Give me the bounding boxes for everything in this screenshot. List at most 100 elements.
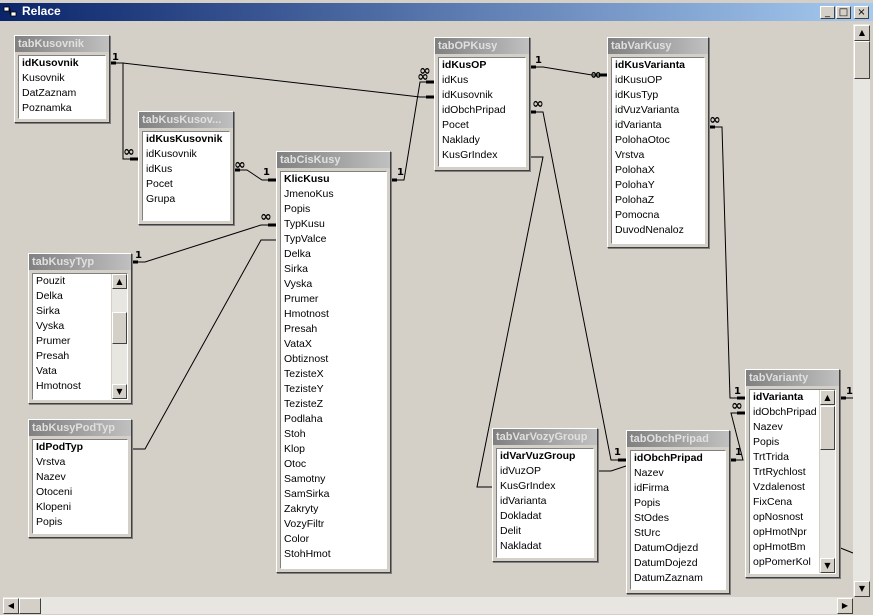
field-item[interactable]: SamSirka bbox=[284, 488, 330, 500]
field-item[interactable]: opHmotBm bbox=[753, 541, 806, 553]
window-titlebar[interactable]: Relace _ □ × bbox=[0, 3, 873, 21]
field-item[interactable]: Grupa bbox=[146, 193, 176, 205]
field-item[interactable]: idKusovnik bbox=[22, 57, 79, 69]
field-item[interactable]: TypKusu bbox=[284, 218, 325, 230]
table-title[interactable]: tabVarVozyGroup bbox=[493, 429, 597, 445]
field-item[interactable]: idKusuOP bbox=[615, 74, 663, 86]
field-item[interactable]: DatumDojezd bbox=[634, 557, 698, 569]
field-item[interactable]: Pocet bbox=[146, 178, 173, 190]
horizontal-scrollbar[interactable]: ◀ ▶ bbox=[3, 597, 853, 614]
horizontal-scroll-thumb[interactable] bbox=[19, 598, 41, 614]
field-item[interactable]: opHmotNpr bbox=[753, 526, 807, 538]
field-item[interactable]: idVarianta bbox=[753, 391, 804, 403]
vertical-scroll-thumb[interactable] bbox=[854, 41, 870, 79]
table-title[interactable]: tabKusyTyp bbox=[29, 254, 131, 270]
field-item[interactable]: idKus bbox=[146, 163, 173, 175]
field-item[interactable]: Pouzit bbox=[36, 275, 66, 287]
table-tabKusyTyp[interactable]: tabKusyTyp Pouzit Delka Sirka Vyska Prum… bbox=[28, 253, 132, 404]
field-item[interactable]: PolohaZ bbox=[615, 194, 655, 206]
field-item[interactable]: Vyska bbox=[36, 320, 65, 332]
field-item[interactable]: StUrc bbox=[634, 527, 661, 539]
field-item[interactable]: Dokladat bbox=[500, 510, 542, 522]
field-item[interactable]: FixCena bbox=[753, 496, 793, 508]
field-item[interactable]: Prumer bbox=[36, 335, 71, 347]
field-item[interactable]: DatumZaznam bbox=[634, 572, 703, 584]
field-item[interactable]: Vzdalenost bbox=[753, 481, 805, 493]
field-item[interactable]: KusGrIndex bbox=[442, 149, 498, 161]
field-item[interactable]: PolohaOtoc bbox=[615, 134, 670, 146]
field-item[interactable]: idKusTyp bbox=[615, 89, 659, 101]
field-item[interactable]: Sirka bbox=[284, 263, 308, 275]
field-item[interactable]: PolohaY bbox=[615, 179, 655, 191]
field-item[interactable]: Zakryty bbox=[284, 503, 319, 515]
size-grip[interactable] bbox=[853, 597, 870, 614]
field-item[interactable]: Kusovnik bbox=[22, 72, 65, 84]
field-item[interactable]: Samotny bbox=[284, 473, 326, 485]
table-title[interactable]: tabVarKusy bbox=[608, 38, 708, 54]
scroll-thumb[interactable] bbox=[112, 312, 127, 344]
table-title[interactable]: tabOPKusy bbox=[435, 38, 529, 54]
field-item[interactable]: Stoh bbox=[284, 428, 306, 440]
field-item[interactable]: TezisteY bbox=[284, 383, 324, 395]
field-item[interactable]: Delka bbox=[284, 248, 311, 260]
field-item[interactable]: Pomocna bbox=[615, 209, 660, 221]
field-item[interactable]: Vyska bbox=[284, 278, 313, 290]
field-scrollbar[interactable]: ▲ ▼ bbox=[819, 390, 835, 573]
field-scrollbar[interactable]: ▲ ▼ bbox=[111, 274, 127, 399]
table-tabVarianty[interactable]: tabVarianty idVarianta idObchPripad Naze… bbox=[745, 369, 840, 578]
table-title[interactable]: tabObchPripad bbox=[627, 431, 729, 447]
field-item[interactable]: StOdes bbox=[634, 512, 670, 524]
field-item[interactable]: Otoc bbox=[284, 458, 307, 470]
table-title[interactable]: tabVarianty bbox=[746, 370, 839, 386]
close-button[interactable]: × bbox=[854, 6, 869, 19]
scroll-down-arrow-icon[interactable]: ▼ bbox=[820, 558, 835, 573]
field-item[interactable]: idFirma bbox=[634, 482, 670, 494]
field-item[interactable]: idObchPripad bbox=[753, 406, 817, 418]
table-title[interactable]: tabCisKusy bbox=[277, 152, 390, 168]
scroll-up-arrow-icon[interactable]: ▲ bbox=[854, 25, 870, 41]
table-tabObchPripad[interactable]: tabObchPripad idObchPripad Nazev idFirma… bbox=[626, 430, 730, 594]
table-tabKusyPodTyp[interactable]: tabKusyPodTyp IdPodTyp Vrstva Nazev Otoc… bbox=[28, 419, 132, 538]
scroll-down-arrow-icon[interactable]: ▼ bbox=[854, 581, 870, 597]
field-item[interactable]: Hmotnost bbox=[36, 380, 81, 392]
field-item[interactable]: Presah bbox=[36, 350, 70, 362]
scroll-up-arrow-icon[interactable]: ▲ bbox=[112, 274, 127, 289]
field-item[interactable]: DuvodNenaloz bbox=[615, 224, 684, 236]
field-item[interactable]: Vata bbox=[36, 365, 57, 377]
field-item[interactable]: Klopeni bbox=[36, 501, 72, 513]
field-item[interactable]: TrtTrida bbox=[753, 451, 789, 463]
field-item[interactable]: Popis bbox=[753, 436, 780, 448]
table-tabVarVozyGroup[interactable]: tabVarVozyGroup idVarVuzGroup idVuzOP Ku… bbox=[492, 428, 598, 562]
maximize-button[interactable]: □ bbox=[836, 6, 851, 19]
field-item[interactable]: TrtRychlost bbox=[753, 466, 806, 478]
field-item[interactable]: KusGrIndex bbox=[500, 480, 556, 492]
field-item[interactable]: DatZaznam bbox=[22, 87, 77, 99]
field-item[interactable]: Nazev bbox=[36, 471, 66, 483]
field-item[interactable]: Delit bbox=[500, 525, 522, 537]
field-item[interactable]: Pocet bbox=[442, 119, 469, 131]
field-item[interactable]: Prumer bbox=[284, 293, 319, 305]
field-item[interactable]: IdPodTyp bbox=[36, 441, 84, 453]
field-item[interactable]: idKusovnik bbox=[442, 89, 493, 101]
field-item[interactable]: opNosnost bbox=[753, 511, 804, 523]
scroll-thumb[interactable] bbox=[820, 406, 835, 450]
field-item[interactable]: Nazev bbox=[634, 467, 664, 479]
field-item[interactable]: Popis bbox=[36, 516, 63, 528]
field-item[interactable]: idVarianta bbox=[500, 495, 547, 507]
table-tabOPKusy[interactable]: tabOPKusy idKusOP idKus idKusovnik idObc… bbox=[434, 37, 530, 171]
table-tabKusovnik[interactable]: tabKusovnik idKusovnik Kusovnik DatZazna… bbox=[14, 35, 110, 123]
field-item[interactable]: Poznamka bbox=[22, 102, 72, 114]
field-item[interactable]: TypValce bbox=[284, 233, 327, 245]
field-item[interactable]: Delka bbox=[36, 290, 63, 302]
table-tabVarKusy[interactable]: tabVarKusy idKusVarianta idKusuOP idKusT… bbox=[607, 37, 709, 248]
table-tabKusKusovnik[interactable]: tabKusKusov... idKusKusovnik idKusovnik … bbox=[138, 111, 234, 225]
scroll-up-arrow-icon[interactable]: ▲ bbox=[820, 390, 835, 405]
field-item[interactable]: idObchPripad bbox=[442, 104, 506, 116]
field-item[interactable]: Klop bbox=[284, 443, 306, 455]
field-item[interactable]: idKusVarianta bbox=[615, 59, 686, 71]
scroll-left-arrow-icon[interactable]: ◀ bbox=[3, 598, 19, 614]
field-item[interactable]: Nazev bbox=[753, 421, 783, 433]
field-item[interactable]: idVuzVarianta bbox=[615, 104, 680, 116]
field-item[interactable]: idVarianta bbox=[615, 119, 662, 131]
field-item[interactable]: idKusOP bbox=[442, 59, 487, 71]
